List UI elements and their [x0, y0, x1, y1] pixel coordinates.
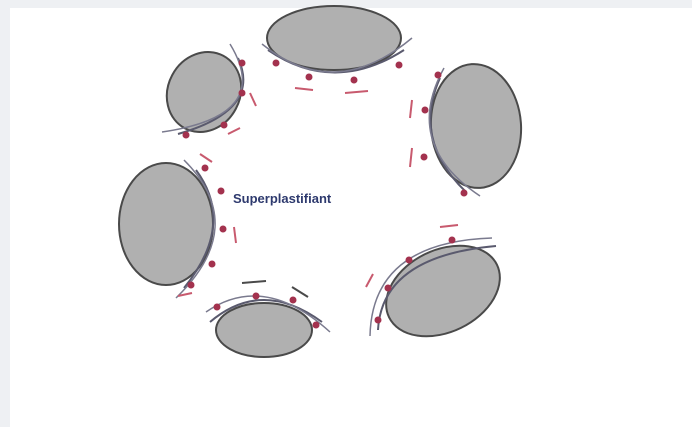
- polymer-anchor-dot: [183, 132, 190, 139]
- polymer-anchor-dot: [239, 60, 246, 67]
- polymer-anchor-dot: [218, 188, 225, 195]
- polymer-anchor-dot: [396, 62, 403, 69]
- polymer-chain: [295, 88, 313, 90]
- polymer-anchor-dot: [406, 257, 413, 264]
- polymer-chain: [292, 287, 308, 297]
- polymer-anchor-dot: [221, 122, 228, 129]
- polymer-anchor-dot: [202, 165, 209, 172]
- polymer-chain: [250, 93, 256, 106]
- polymer-chain: [242, 281, 266, 283]
- particle-upper-left: [153, 39, 256, 145]
- particle-bottom: [206, 281, 330, 357]
- polymer-anchor-dot: [375, 317, 382, 324]
- polymer-anchor-dot: [253, 293, 260, 300]
- polymer-chain: [410, 148, 412, 167]
- particle-right: [410, 61, 525, 196]
- polymer-anchor-dot: [449, 237, 456, 244]
- polymer-anchor-dot: [220, 226, 227, 233]
- polymer-chain: [228, 128, 240, 134]
- superplastifiant-label: Superplastifiant: [233, 191, 332, 206]
- polymer-anchor-dot: [435, 72, 442, 79]
- polymer-anchor-dot: [214, 304, 221, 311]
- polymer-chain: [345, 91, 368, 93]
- polymer-anchor-dot: [188, 282, 195, 289]
- polymer-chain: [234, 227, 236, 243]
- polymer-chain: [410, 100, 412, 118]
- polymer-chain: [200, 154, 212, 162]
- polymer-anchor-dot: [290, 297, 297, 304]
- polymer-anchor-dot: [306, 74, 313, 81]
- polymer-anchor-dot: [385, 285, 392, 292]
- particle-lower-right: [366, 225, 515, 354]
- polymer-anchor-dot: [422, 107, 429, 114]
- polymer-anchor-dot: [313, 322, 320, 329]
- polymer-anchor-dot: [239, 90, 246, 97]
- polymer-anchor-dot: [351, 77, 358, 84]
- polymer-anchor-dot: [421, 154, 428, 161]
- particle-left: [119, 154, 236, 298]
- particle-top: [262, 6, 412, 93]
- polymer-anchor-dot: [209, 261, 216, 268]
- cement-particle: [216, 303, 312, 357]
- polymer-chain: [440, 225, 458, 227]
- polymer-anchor-dot: [273, 60, 280, 67]
- polymer-anchor-dot: [461, 190, 468, 197]
- polymer-chain: [366, 274, 373, 287]
- cement-particle: [427, 61, 525, 191]
